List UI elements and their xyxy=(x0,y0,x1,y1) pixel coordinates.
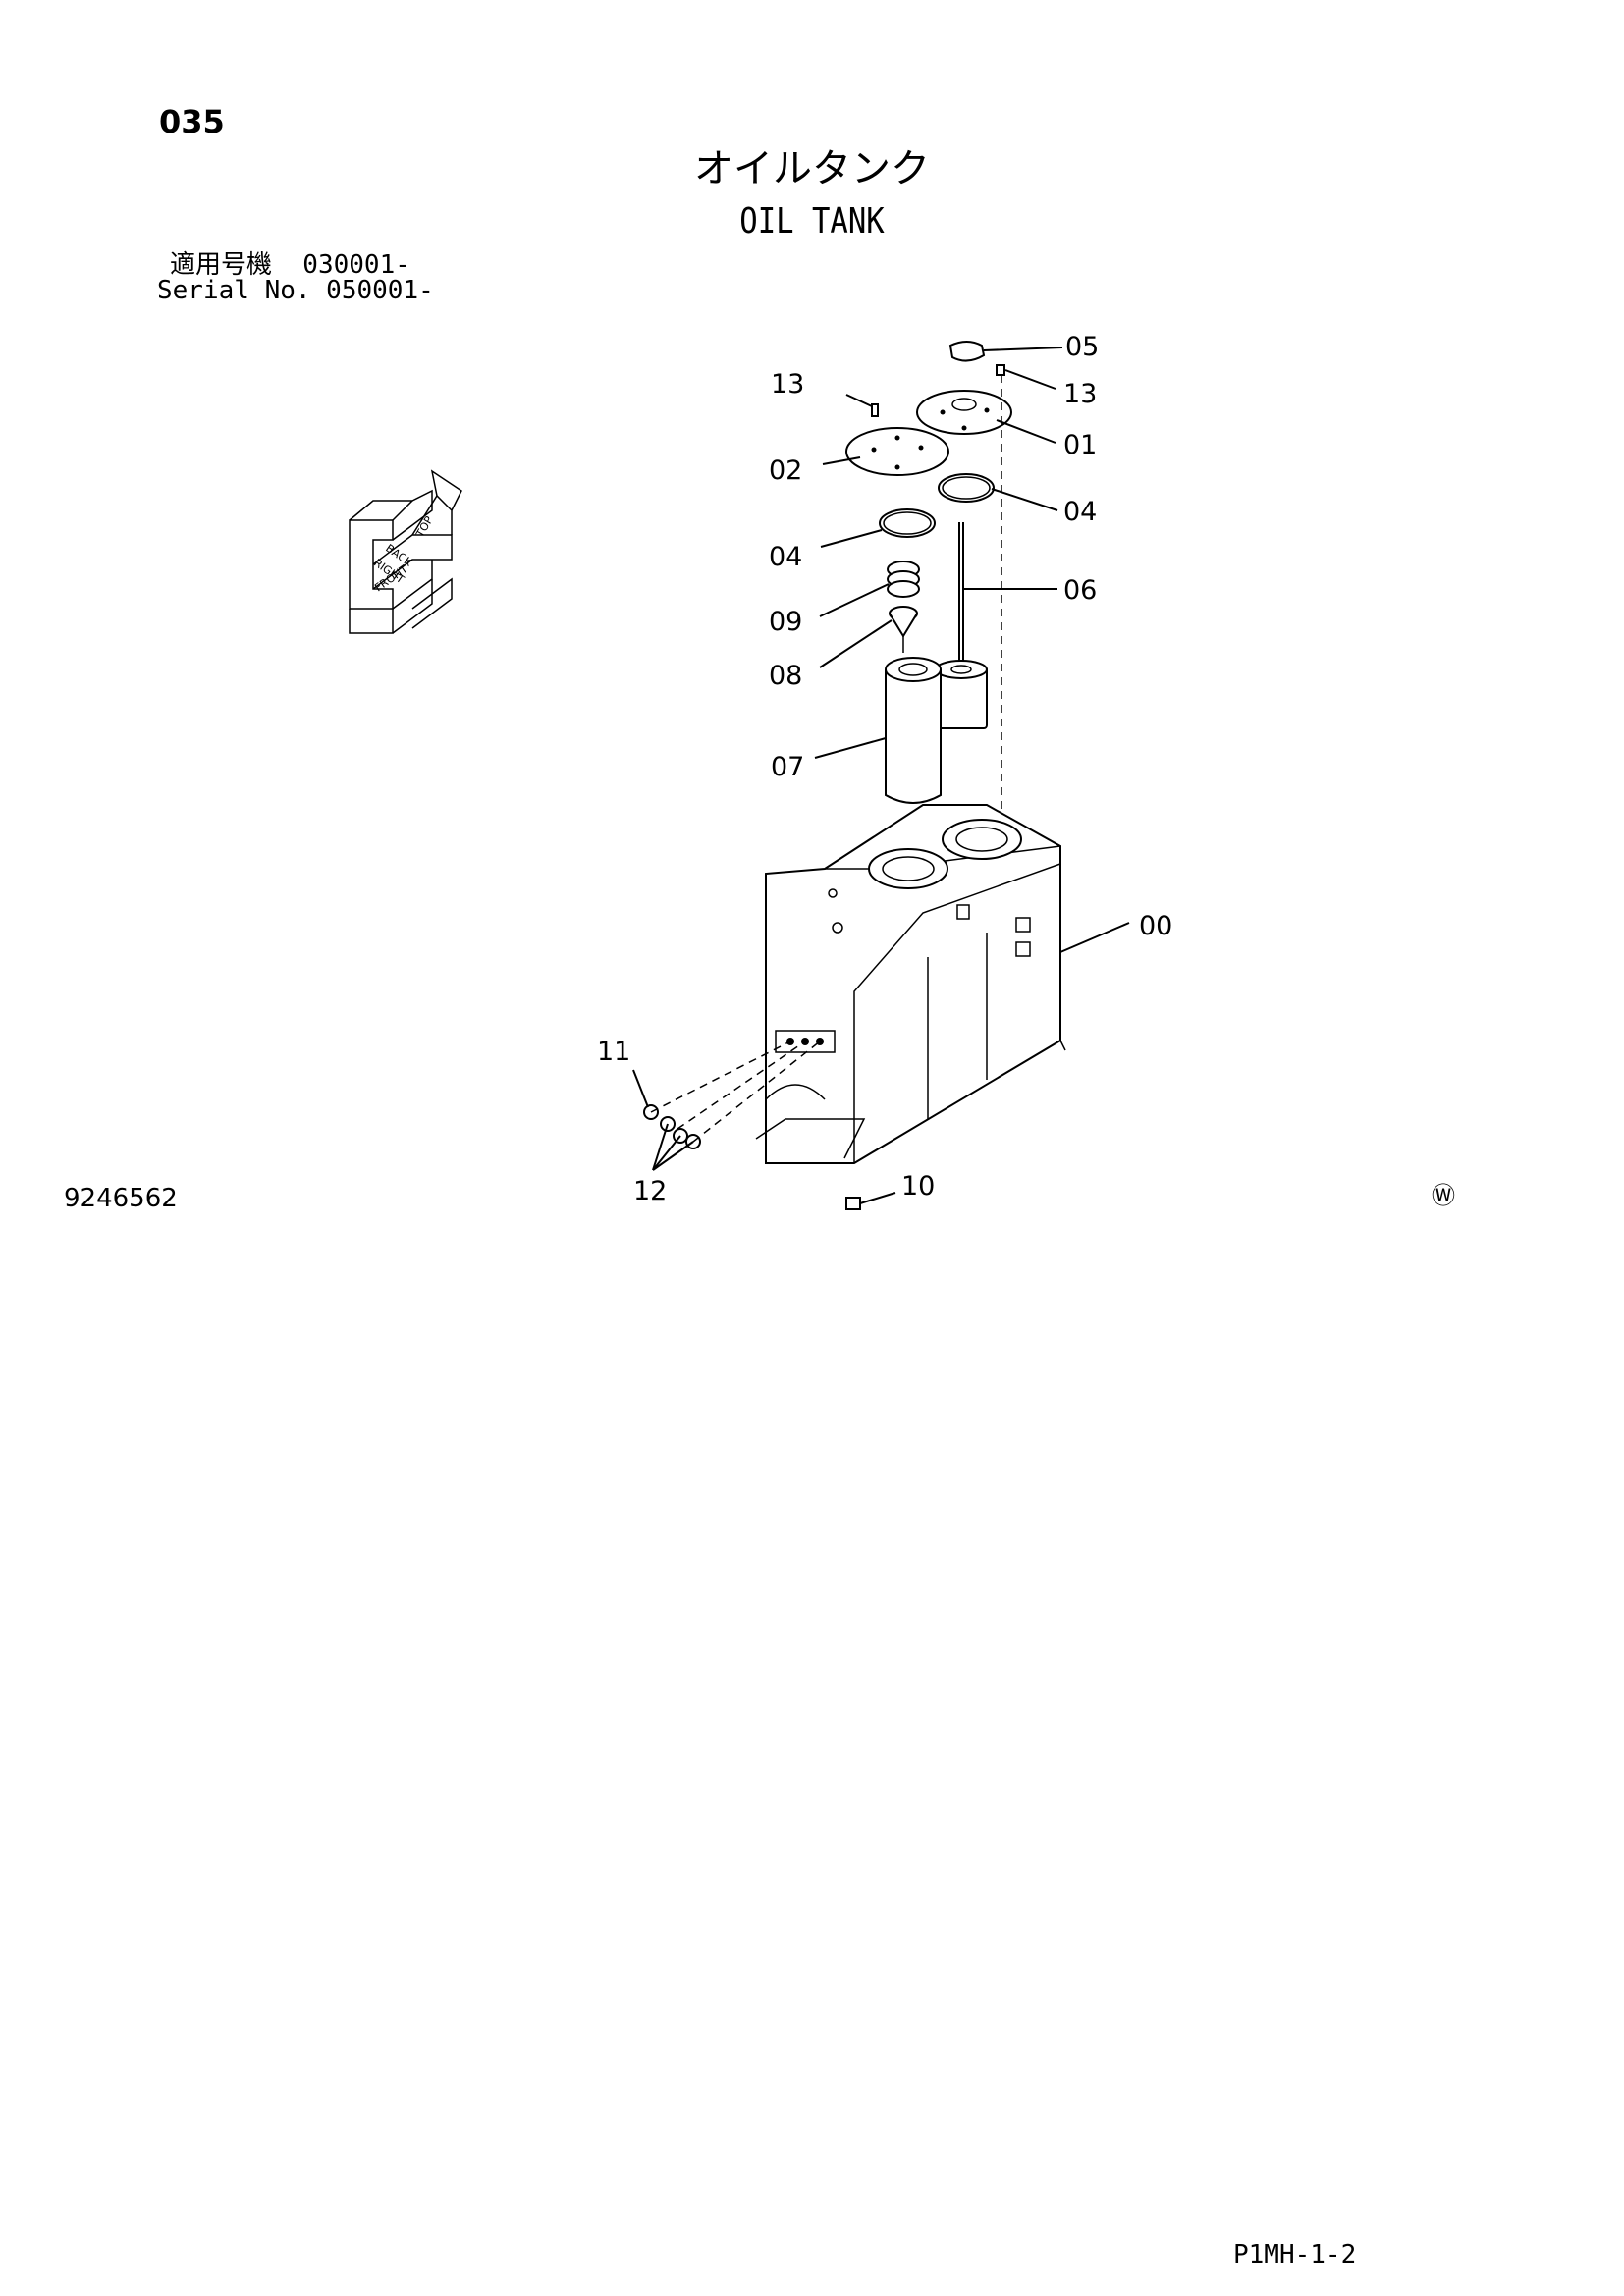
part-spring xyxy=(887,561,920,598)
part-filter-element xyxy=(885,657,942,804)
callout-08: 08 xyxy=(769,661,802,691)
part-cap xyxy=(948,341,986,362)
serial-range-english: Serial No. 050001- xyxy=(157,276,434,305)
callout-09: 09 xyxy=(769,607,802,637)
callout-00: 00 xyxy=(1139,911,1172,941)
callout-02: 02 xyxy=(769,455,802,486)
title-english: OIL TANK xyxy=(739,201,885,241)
part-o-ring-right xyxy=(938,473,995,503)
orientation-label-top: TOP xyxy=(413,514,436,541)
callout-07: 07 xyxy=(771,752,804,782)
part-gasket-plate xyxy=(845,427,949,476)
callout-04-left: 04 xyxy=(769,542,802,572)
part-bolt-left xyxy=(871,403,879,417)
part-valve xyxy=(889,606,918,653)
part-cover xyxy=(916,390,1012,435)
part-oil-tank xyxy=(755,804,1066,1164)
part-strainer-rod xyxy=(935,522,988,729)
page-code: P1MH-1-2 xyxy=(1233,2240,1357,2269)
callout-12: 12 xyxy=(633,1176,667,1206)
title-japanese: オイルタンク xyxy=(694,146,930,191)
part-bolt-right xyxy=(996,364,1005,376)
callout-13-right: 13 xyxy=(1063,379,1097,409)
callout-13-left: 13 xyxy=(771,369,804,400)
drawing-number: 9246562 xyxy=(64,1184,178,1213)
serial-range-japanese: 適用号機 030001- xyxy=(170,250,410,280)
callout-10: 10 xyxy=(901,1171,935,1201)
callout-05: 05 xyxy=(1065,332,1099,362)
circled-w-mark: Ⓦ xyxy=(1432,1182,1455,1209)
page-number: 035 xyxy=(159,103,225,140)
callout-04-right: 04 xyxy=(1063,497,1097,527)
callout-leaders xyxy=(632,347,1130,1204)
callout-11: 11 xyxy=(597,1037,630,1067)
part-drain-plug xyxy=(845,1197,861,1210)
part-o-ring-left xyxy=(879,508,936,538)
callout-01: 01 xyxy=(1063,430,1097,460)
callout-06: 06 xyxy=(1063,575,1097,606)
orientation-indicator-icon: TOP BACK RIGHT FRONT xyxy=(349,469,462,634)
callout-labels: 05 13 13 01 02 04 04 06 09 08 07 00 11 1… xyxy=(597,332,1172,1206)
